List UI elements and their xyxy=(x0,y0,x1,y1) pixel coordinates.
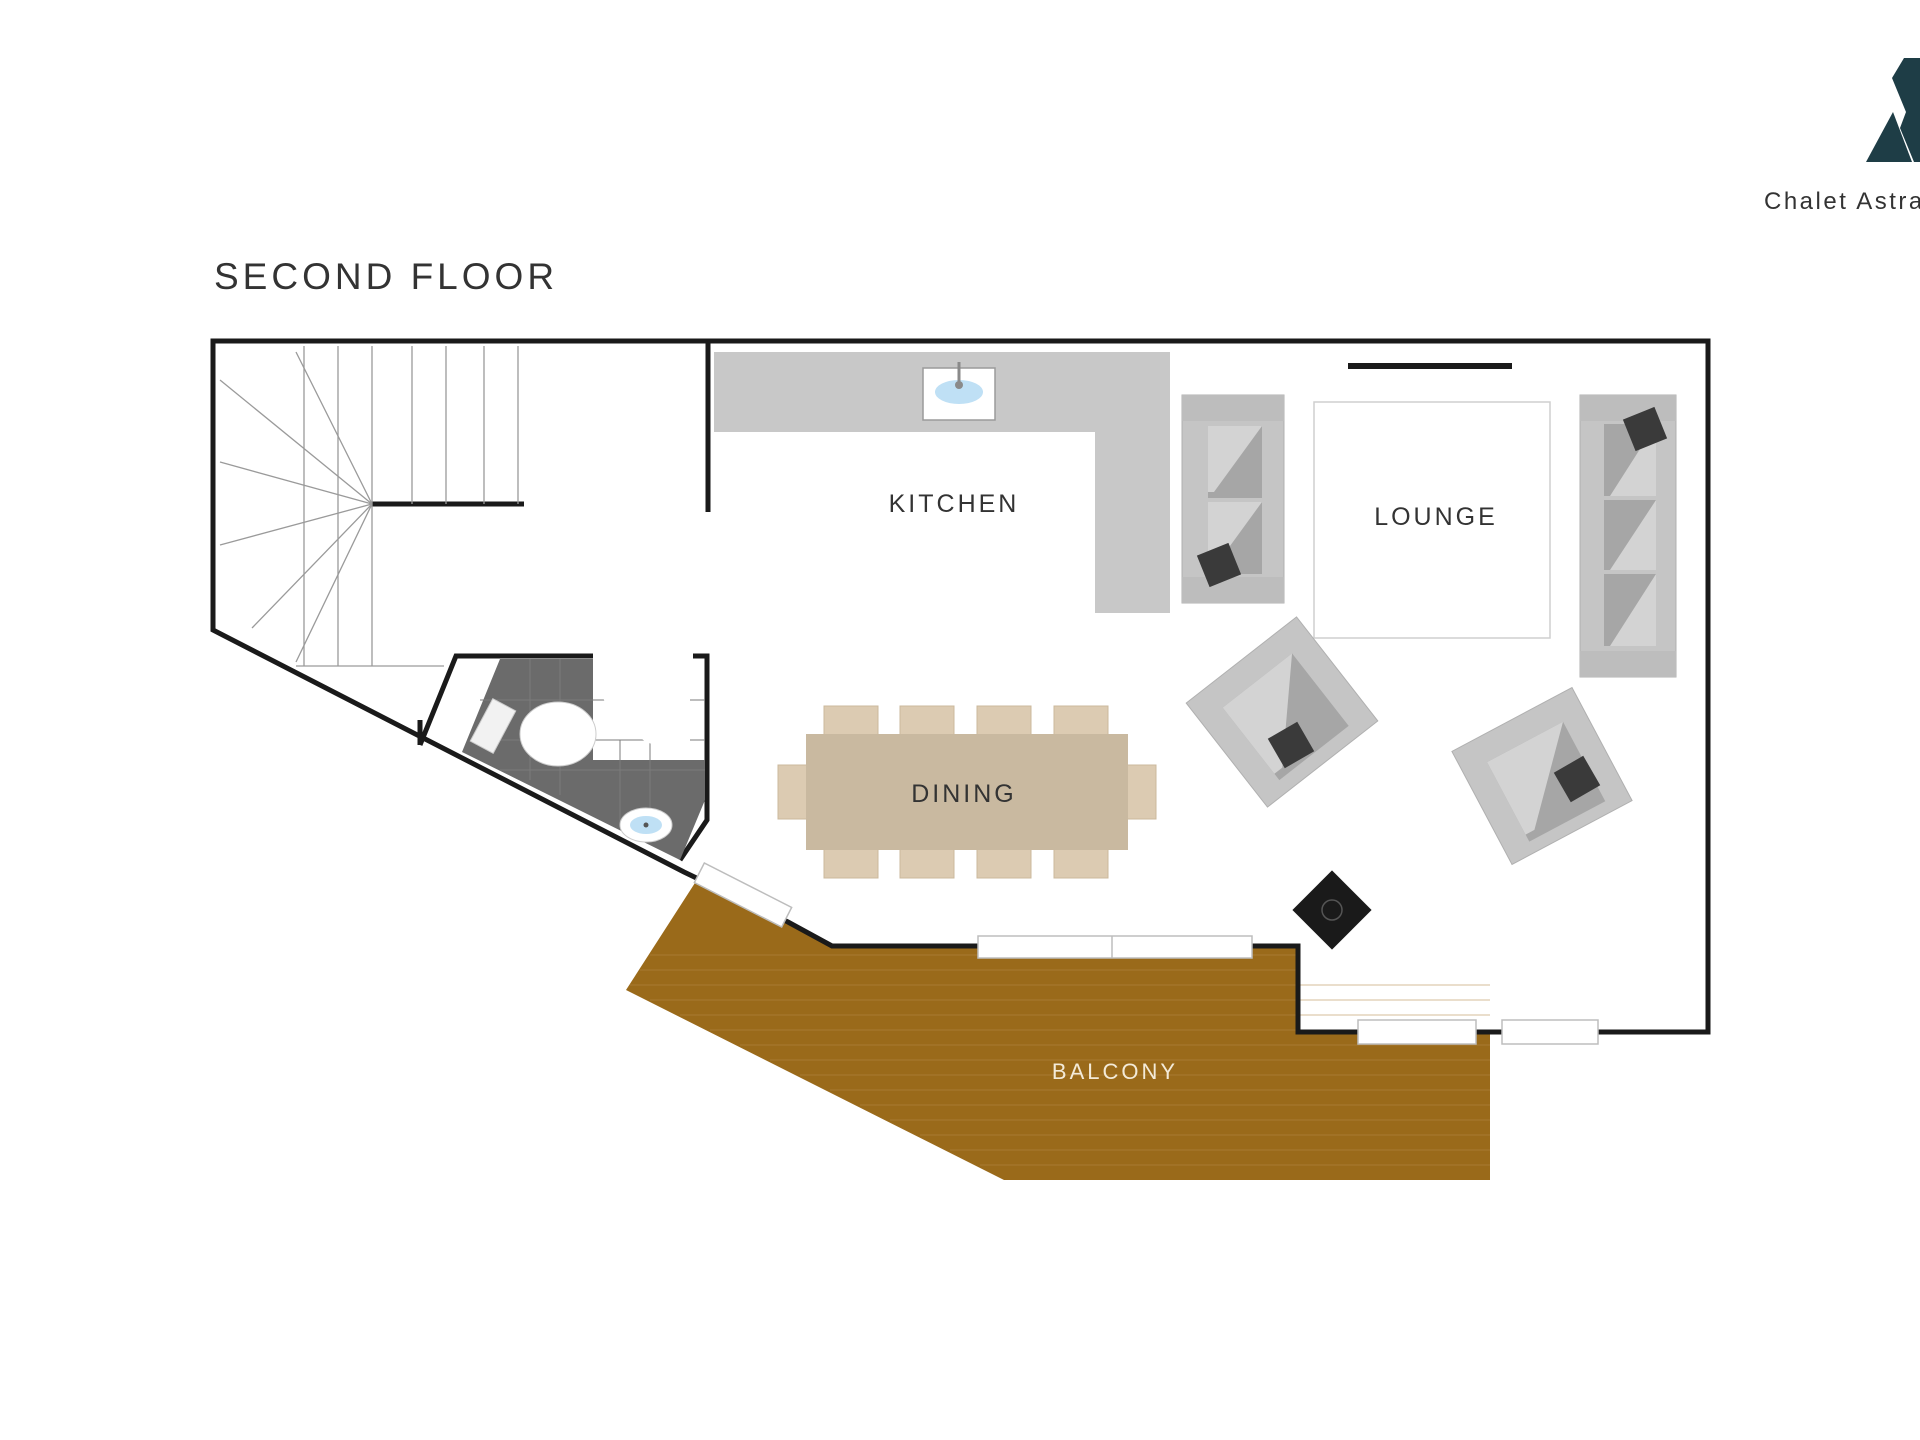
fireplace-icon xyxy=(1348,363,1512,369)
bathroom xyxy=(462,659,705,860)
kitchen-counter xyxy=(714,352,1170,613)
stove-icon xyxy=(1292,870,1372,950)
balcony-deck xyxy=(626,872,1490,1180)
lounge-rug xyxy=(1313,401,1551,639)
side-table-icon xyxy=(1196,406,1668,803)
room-label-balcony: BALCONY xyxy=(1052,1059,1178,1084)
window-icon xyxy=(693,861,1599,1045)
dining-set xyxy=(777,705,1157,879)
armchair-icon xyxy=(1185,616,1379,808)
mountain-peaks-logo xyxy=(1866,58,1920,162)
floor-title: SECOND FLOOR xyxy=(214,256,559,297)
sofa-icon xyxy=(1579,394,1677,678)
armchair-icon xyxy=(1451,686,1633,866)
sink-icon xyxy=(922,362,996,421)
room-label-lounge: LOUNGE xyxy=(1374,503,1498,531)
room-label-kitchen: KITCHEN xyxy=(889,490,1020,518)
room-label-dining: DINING xyxy=(911,780,1017,808)
basin-icon xyxy=(619,807,673,843)
staircase-icon xyxy=(219,346,519,667)
toilet-icon xyxy=(469,698,597,767)
dining-table xyxy=(806,734,1128,850)
sofa-icon xyxy=(1181,394,1285,604)
interior-walls xyxy=(372,341,711,862)
brand-name: Chalet Astra xyxy=(1764,188,1920,215)
